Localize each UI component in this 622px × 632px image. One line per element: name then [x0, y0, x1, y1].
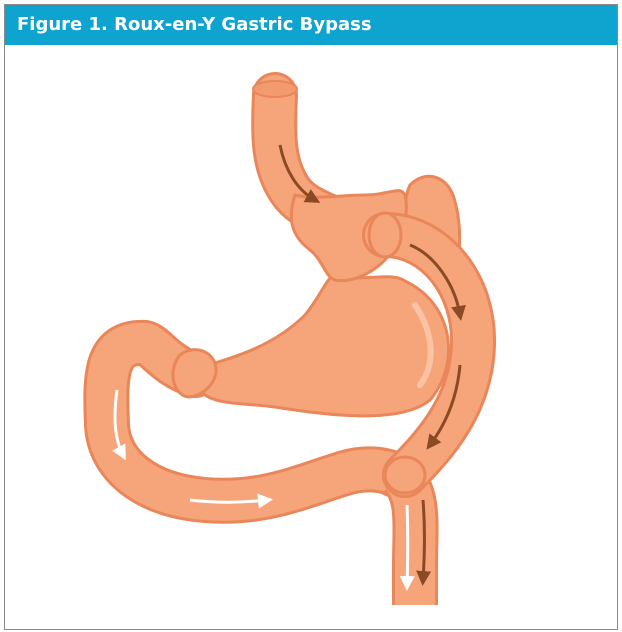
- bypass-illustration: [5, 45, 617, 629]
- figure-frame: Figure 1. Roux-en-Y Gastric Bypass: [4, 4, 618, 630]
- remnant-stomach: [200, 273, 448, 416]
- figure-title: Figure 1. Roux-en-Y Gastric Bypass: [17, 5, 372, 45]
- flow-arrow-common-dark: [423, 500, 425, 580]
- gastrojejunal-anastomosis: [369, 213, 401, 257]
- figure-header: Figure 1. Roux-en-Y Gastric Bypass: [5, 5, 617, 45]
- jejunojejunal-anastomosis: [385, 457, 425, 493]
- esophagus-opening: [253, 81, 297, 97]
- flow-arrow-common-light: [407, 505, 408, 585]
